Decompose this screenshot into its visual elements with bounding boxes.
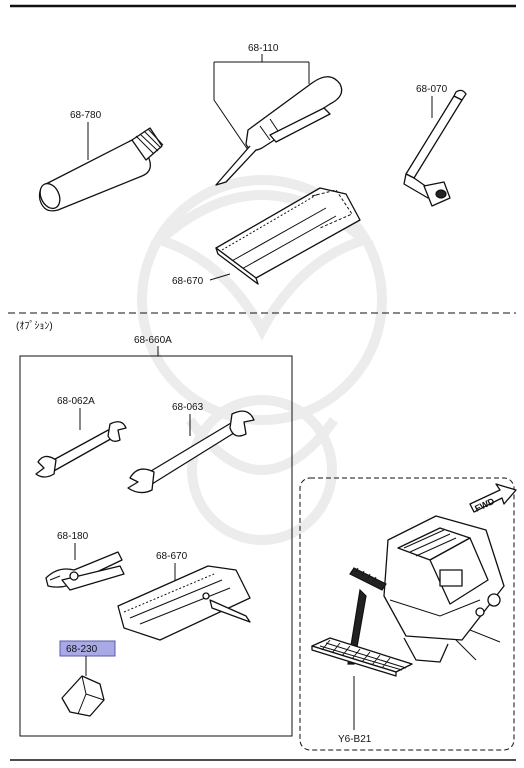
label-68-670-top: 68-670 (172, 276, 204, 287)
label-68-230[interactable]: 68-230 (66, 644, 98, 655)
label-68-110: 68-110 (248, 43, 279, 54)
highlight-68-230[interactable] (59, 640, 116, 657)
air-filter-icon (311, 637, 413, 677)
label-Y6-B21: Y6-B21 (338, 734, 372, 745)
label-68-670-kit: 68-670 (156, 551, 188, 562)
label-68-062A: 68-062A (57, 396, 95, 407)
screwdriver-icon (213, 72, 343, 186)
label-68-660A: 68-660A (134, 335, 172, 346)
tool-bag-kit-icon (117, 565, 251, 641)
option-note: (ｵﾌﾟｼｮﾝ) (16, 320, 53, 332)
label-68-070: 68-070 (416, 84, 448, 95)
tool-kit-box (19, 355, 293, 737)
tool-bag-top-icon (215, 187, 361, 285)
label-68-780: 68-780 (70, 110, 102, 121)
fwd-arrow-badge: FWD (469, 483, 517, 514)
handle-bar-icon (38, 127, 164, 212)
hvac-unit-icon (383, 515, 505, 663)
pliers-icon (45, 551, 125, 591)
cap-part-icon (61, 675, 105, 717)
wrench-small-icon (35, 421, 127, 478)
wrench-large-icon (127, 410, 255, 494)
lug-wrench-icon (403, 89, 467, 207)
label-68-063: 68-063 (172, 402, 204, 413)
label-68-180: 68-180 (57, 531, 89, 542)
inset-frame (299, 477, 515, 751)
